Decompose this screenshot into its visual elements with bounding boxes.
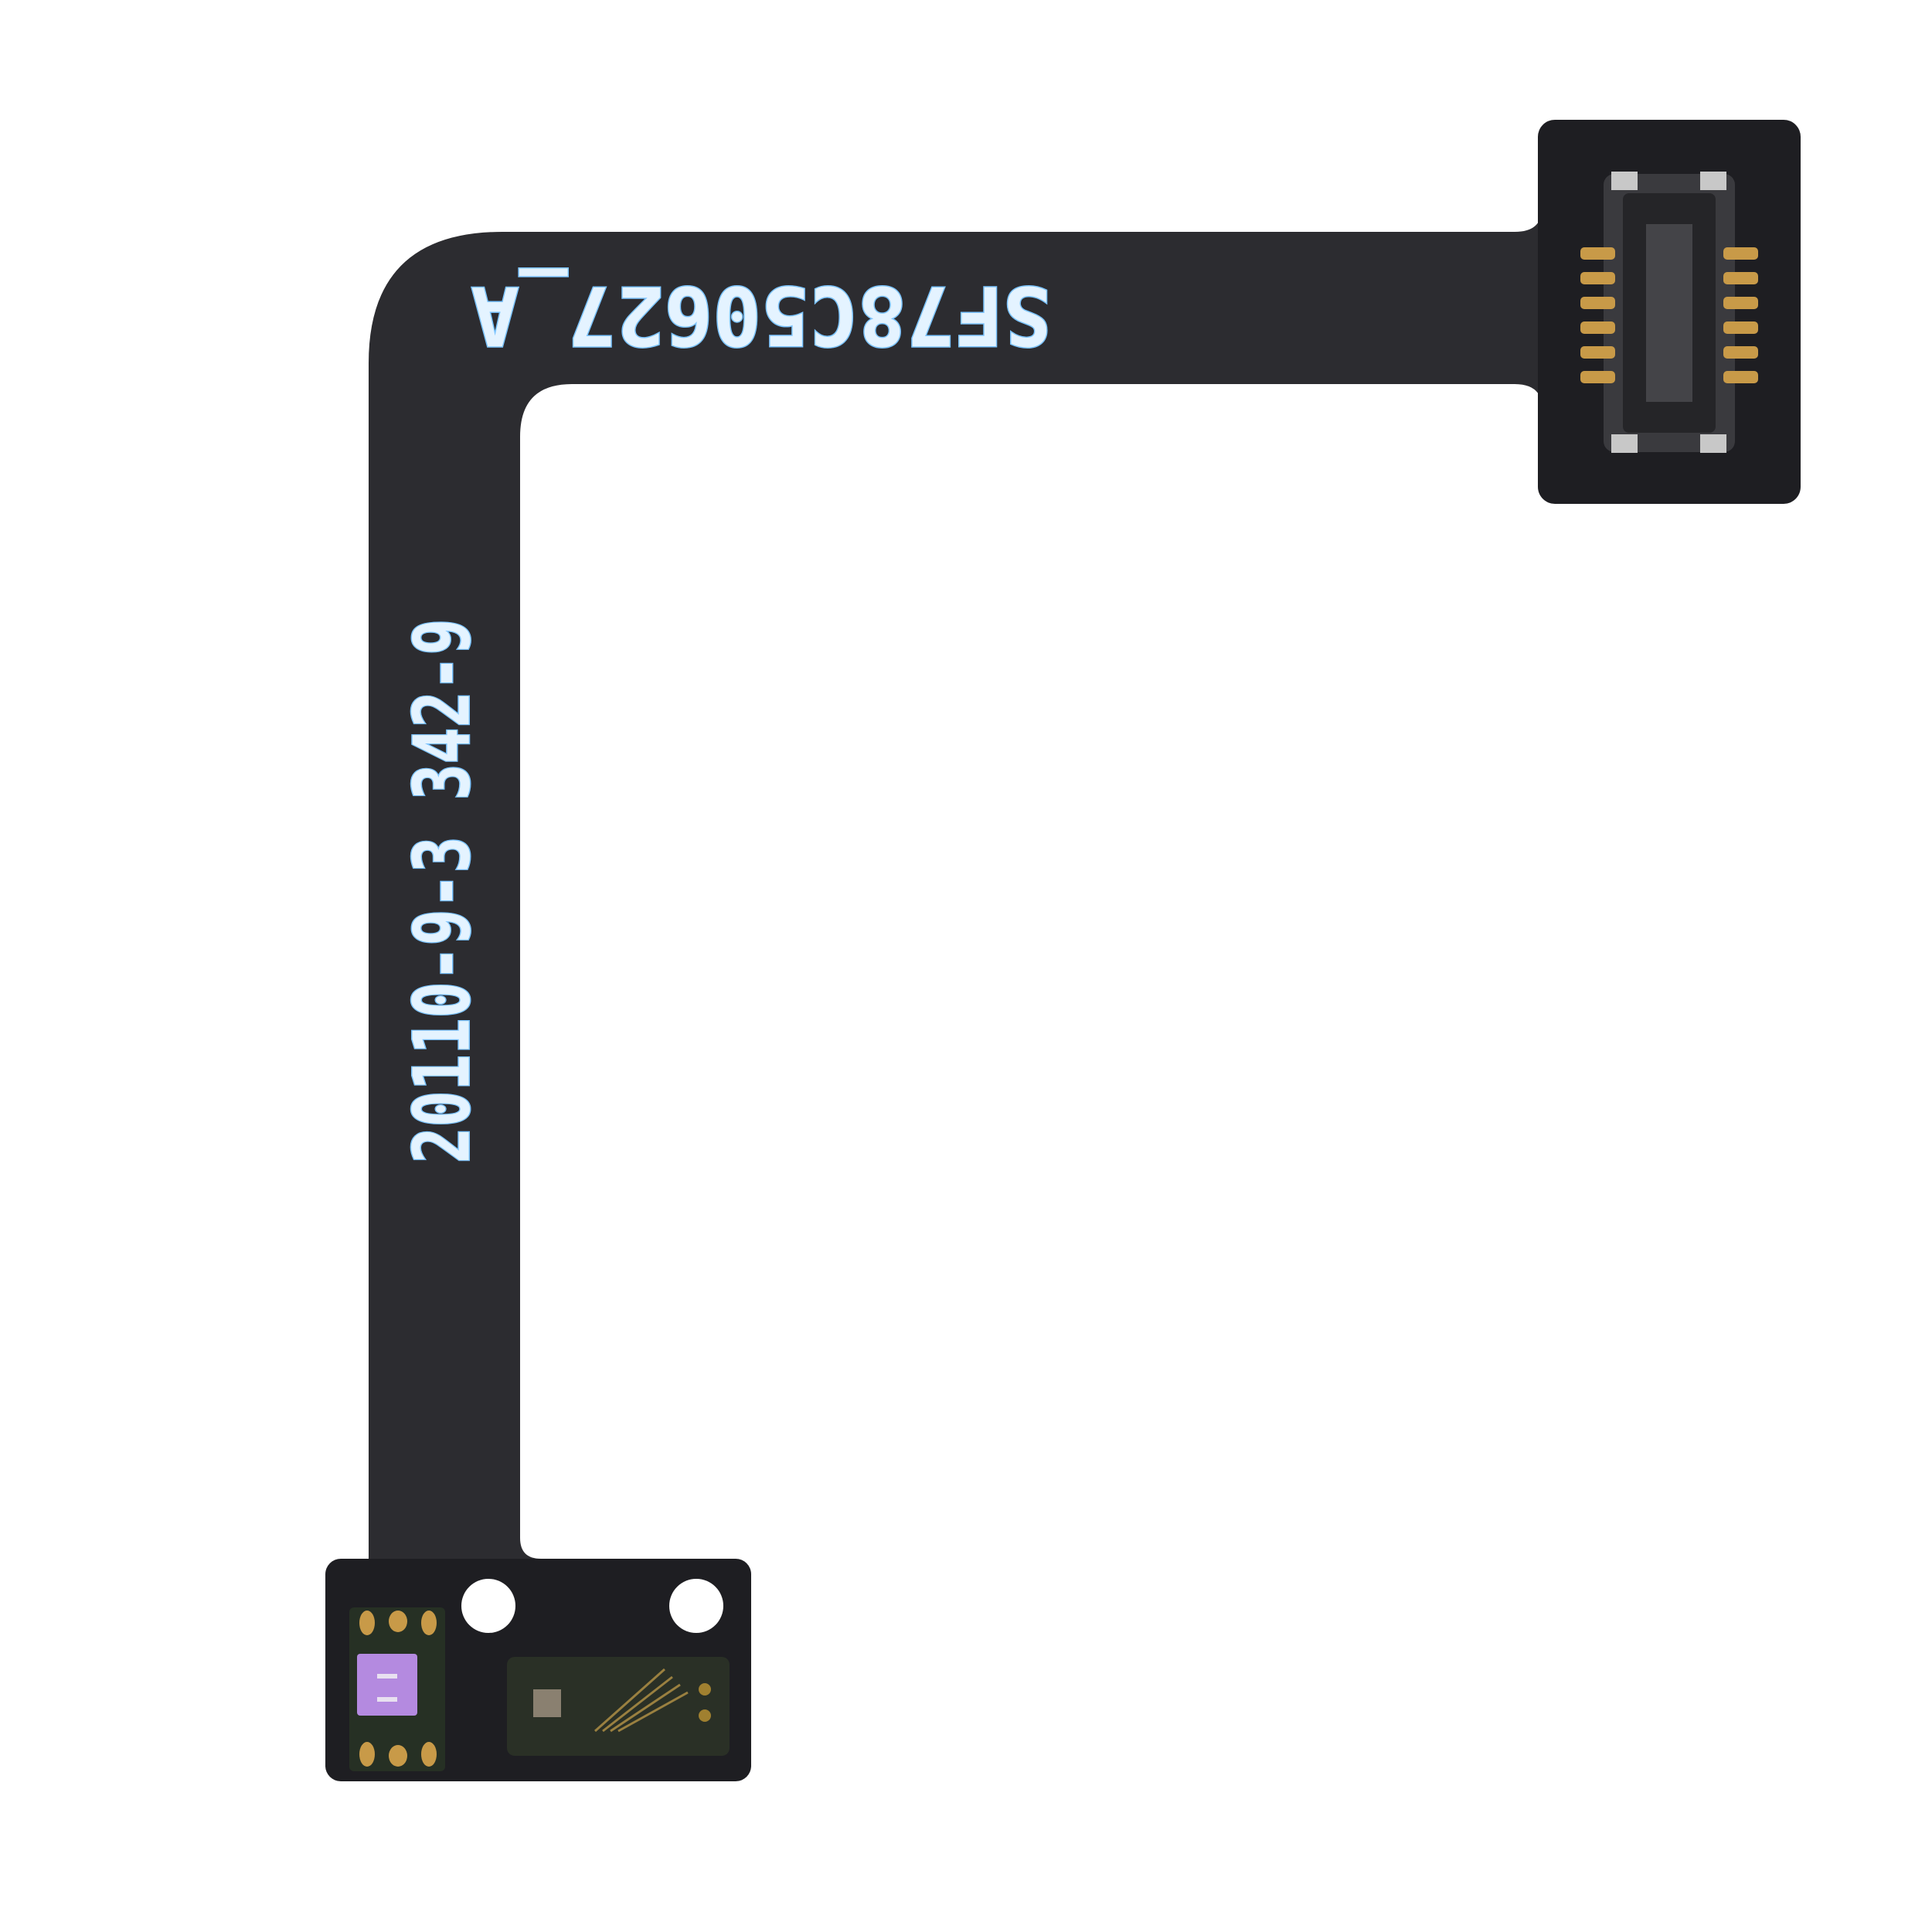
board-to-board-connector-icon (1580, 172, 1758, 453)
date-code-label: 20110-9-3 342-9 (397, 619, 488, 1164)
ir-emitter-icon (507, 1657, 730, 1756)
mounting-hole-right (669, 1579, 723, 1633)
flex-cable-body (369, 209, 1542, 1559)
part-number-label: SF78C50627_A (471, 268, 1051, 362)
proximity-sensor-icon (349, 1607, 445, 1771)
mounting-hole-left (461, 1579, 515, 1633)
flex-cable-fillet (520, 1538, 541, 1559)
